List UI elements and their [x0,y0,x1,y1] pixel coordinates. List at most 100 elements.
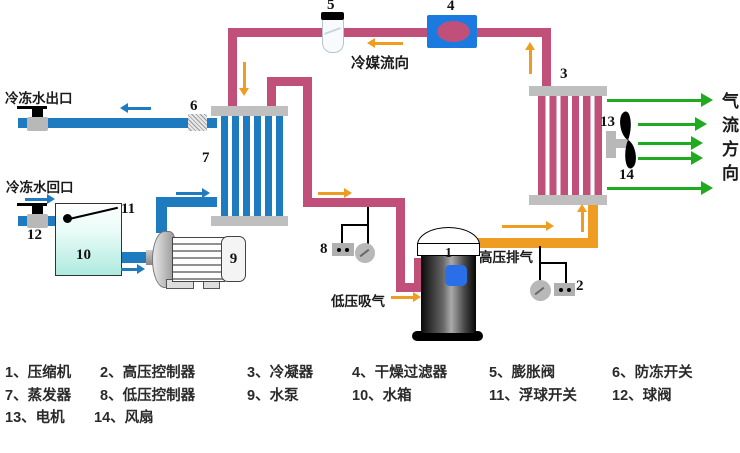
legend-item: 10、水箱 [352,388,412,404]
water-pipe [118,252,150,263]
ball-valve [27,214,48,228]
label-refrigerant-flow: 冷媒流向 [351,56,409,72]
hp-controller [554,283,575,296]
label-lp-suction: 低压吸气 [331,294,385,309]
water-pump: 9 [221,236,246,282]
legend-item: 11、浮球开关 [489,388,577,404]
outlet-valve [27,117,48,131]
evaporator-top-cap [211,106,288,116]
label-chilled-water-return: 冷冻水回口 [6,180,74,195]
callout-5: 5 [327,0,335,13]
callout-1: 1 [445,246,452,261]
expansion-valve-cap [321,12,344,20]
float-switch [63,214,72,223]
flow-arrow-right-icon [391,292,421,302]
refrigerant-pipe [396,198,405,292]
flow-arrow-left-icon [367,38,403,48]
discharge-pipe [588,203,598,248]
refrigerant-pipe [267,77,276,107]
callout-2: 2 [576,278,584,294]
water-pipe [18,118,218,128]
label-chilled-water-outlet: 冷冻水出口 [5,91,73,106]
callout-7: 7 [202,150,210,166]
legend-item: 5、膨胀阀 [489,365,556,381]
pump-nose [146,250,155,265]
hp-wire [539,246,541,282]
condenser-bottom-cap [529,195,607,205]
legend-item: 1、压缩机 [5,365,72,381]
refrigerant-pipe [228,28,237,107]
terminal-dot [558,287,563,292]
antifreeze-switch [188,114,207,131]
condenser [534,96,602,195]
callout-14: 14 [619,167,634,183]
refrigerant-pipe [414,258,423,292]
callout-8: 8 [320,241,328,257]
refrigerant-pipe [542,28,551,88]
legend-item: 3、冷凝器 [247,365,314,381]
callout-4: 4 [447,0,455,14]
drier-filter-core [437,21,470,42]
callout-11: 11 [121,201,136,217]
label-hp-discharge: 高压排气 [479,250,533,265]
evaporator [217,116,283,216]
legend-item: 7、蒸发器 [5,388,72,404]
terminal-dot [345,247,349,252]
water-arrow-right-icon [25,194,55,204]
flow-arrow-up-icon [525,42,535,74]
compressor-base [412,331,483,341]
water-pump-motor [172,237,225,282]
water-pipe [156,197,218,207]
label-airflow-direction: 气流方向 [719,92,738,188]
valve-handle-bar [17,106,47,109]
flow-arrow-right-icon [502,221,554,231]
expansion-valve [322,18,344,53]
lp-wire [367,207,369,225]
refrigerant-pipe [267,77,312,86]
callout-12: 12 [27,227,42,243]
lp-controller [332,243,354,256]
refrigerant-pipe [396,283,423,292]
airflow-arrow-icon [607,181,713,195]
condenser-top-cap [529,86,607,96]
flow-arrow-right-icon [318,188,352,198]
hp-wire [539,262,566,264]
water-pipe [156,197,167,233]
legend-item: 12、球阀 [612,388,672,404]
valve-stem [32,109,43,118]
lp-wire [341,224,369,226]
valve-handle-bar [17,203,47,206]
refrigerant-pipe [228,28,551,37]
fan-shaft [616,139,629,148]
callout-13: 13 [600,114,615,130]
legend-item: 13、电机 [5,410,65,426]
legend-item: 4、干燥过滤器 [352,365,448,381]
refrigerant-pipe [303,198,405,207]
flow-arrow-up-icon [577,204,587,232]
water-arrow-right-icon [176,188,210,198]
lp-wire [367,224,369,245]
terminal-dot [337,247,341,252]
callout-10: 10 [76,247,91,263]
legend-item: 14、风扇 [94,410,154,426]
callout-3: 3 [560,66,568,82]
legend-item: 6、防冻开关 [612,365,693,381]
legend-item: 2、高压控制器 [100,365,196,381]
lp-wire [341,224,343,244]
airflow-arrow-icon [638,117,707,131]
compressor-badge [445,265,467,286]
airflow-arrow-icon [607,93,713,107]
water-arrow-right-icon [121,264,145,274]
refrigerant-pipe [303,77,312,207]
water-arrow-left-icon [120,103,151,113]
airflow-arrow-icon [638,136,703,150]
flow-arrow-down-icon [239,62,249,96]
discharge-pipe [468,238,597,248]
valve-stem [32,206,43,215]
hp-wire [565,262,567,283]
legend-item: 8、低压控制器 [100,388,196,404]
evaporator-bottom-cap [211,216,288,226]
fan-motor [606,131,616,158]
compressor-band: 1 [417,243,480,261]
